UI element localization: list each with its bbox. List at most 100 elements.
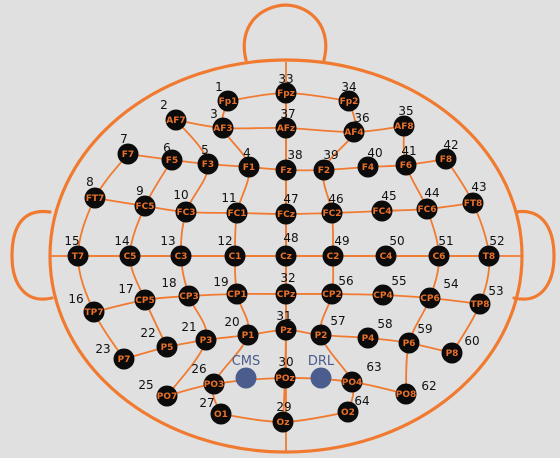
electrode-dot	[375, 245, 397, 267]
electrode-dot	[272, 411, 294, 433]
electrode-label: PO3	[204, 380, 225, 390]
electrode-label: PO7	[157, 392, 178, 402]
electrode-label: TP7	[85, 308, 104, 318]
electrode-label: Fpz	[277, 89, 295, 99]
electrode-label: Pz	[280, 326, 292, 336]
electrode-number: 37	[280, 107, 295, 121]
electrode-number: 64	[354, 394, 369, 408]
electrode-number: 36	[354, 111, 369, 125]
electrode-label: P5	[161, 343, 174, 353]
electrode-number: 26	[191, 362, 206, 376]
electrode-number: 32	[280, 271, 295, 285]
electrode-dot	[321, 202, 343, 224]
electrode-dot	[170, 245, 192, 267]
left-ear	[10, 209, 54, 301]
electrode-number: 63	[366, 360, 381, 374]
electrode-dot	[275, 319, 297, 341]
electrode-dot	[398, 332, 420, 354]
electrode-dot	[462, 192, 484, 214]
electrode-dot	[371, 200, 393, 222]
electrode-dot	[119, 245, 141, 267]
nose	[242, 3, 328, 62]
electrode-number: 45	[381, 189, 396, 203]
electrode-number: 54	[443, 277, 458, 291]
electrode-dot	[275, 245, 297, 267]
electrode-dot	[210, 403, 232, 425]
electrode-number: 35	[398, 104, 413, 118]
electrode-dot	[84, 187, 106, 209]
electrode-dot	[217, 90, 239, 112]
electrode-dot	[238, 156, 260, 178]
electrode-label: F3	[202, 160, 214, 170]
electrode-label: O1	[214, 410, 228, 420]
electrode-number: 30	[278, 355, 293, 369]
electrode-dot	[419, 287, 441, 309]
electrode-dot	[372, 284, 394, 306]
electrode-label: FC1	[227, 209, 246, 219]
electrode-label: P2	[315, 331, 328, 341]
electrode-dot	[435, 148, 457, 170]
electrode-number: 6	[163, 141, 171, 155]
electrode-number: 27	[199, 396, 214, 410]
electrode-dot	[469, 293, 491, 315]
electrode-number: 15	[64, 234, 79, 248]
electrode-dot	[338, 90, 360, 112]
electrode-label: P1	[242, 331, 255, 341]
electrode-label: CP1	[227, 290, 246, 300]
electrode-number: 25	[138, 378, 153, 392]
electrode-dot	[156, 336, 178, 358]
electrode-dot	[478, 245, 500, 267]
electrode-label: PO4	[342, 378, 363, 388]
electrode-label: AFz	[277, 124, 295, 134]
electrode-number: 48	[283, 231, 298, 245]
electrode-dot	[175, 201, 197, 223]
electrode-dot	[226, 283, 248, 305]
electrode-dot	[357, 156, 379, 178]
electrode-label: CPz	[277, 290, 295, 300]
electrode-number: 51	[438, 234, 453, 248]
electrode-dot	[165, 109, 187, 131]
electrode-label: T7	[72, 252, 84, 262]
electrode-number: 7	[120, 132, 128, 146]
electrode-label: AF4	[344, 128, 363, 138]
electrode-label: Fp2	[340, 97, 359, 107]
electrode-label: C3	[175, 252, 188, 262]
electrode-label: P6	[403, 339, 416, 349]
electrode-dot	[395, 154, 417, 176]
electrode-label: C4	[380, 252, 393, 262]
electrode-label: FC3	[176, 208, 195, 218]
electrode-dot	[178, 285, 200, 307]
electrode-number: 59	[417, 322, 432, 336]
electrode-f7: F77	[117, 132, 139, 165]
electrode-number: 47	[283, 192, 298, 206]
electrode-dot	[395, 383, 417, 405]
electrode-dot	[275, 117, 297, 139]
electrode-dot	[313, 159, 335, 181]
reference-dot	[310, 367, 332, 389]
electrode-number: 11	[221, 191, 236, 205]
electrode-label: FC6	[417, 205, 436, 215]
electrode-label: FC2	[322, 209, 341, 219]
electrode-dot	[428, 245, 450, 267]
electrode-number: 53	[488, 284, 503, 298]
